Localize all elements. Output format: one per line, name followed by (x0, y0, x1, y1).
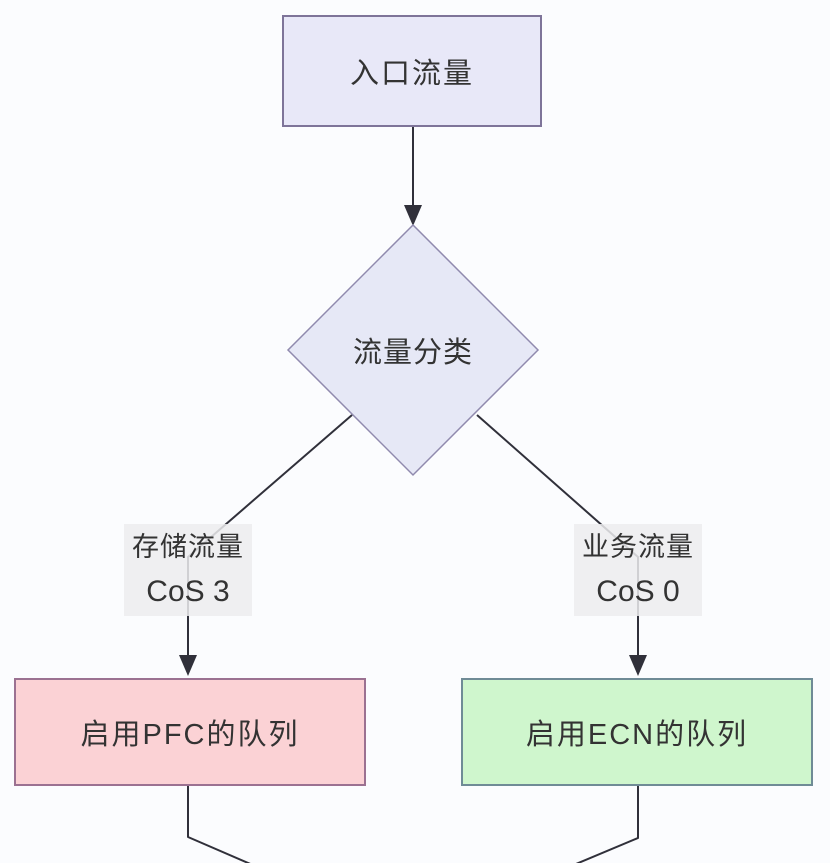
flow-node-ingress-traffic: 入口流量 (282, 15, 542, 127)
decision-diamond-shape (286, 223, 540, 477)
edge-pfc-to-bottom (187, 786, 251, 863)
arrowhead-down-ecn-icon (629, 655, 647, 676)
edge-label-service-line1: 业务流量 (582, 532, 694, 562)
edge-ecn-to-bottom (575, 786, 639, 863)
edge-label-storage-line1: 存储流量 (132, 532, 244, 562)
edge-label-service-cos: CoS 0 (596, 575, 680, 608)
flow-node-pfc-queue: 启用PFC的队列 (14, 678, 366, 786)
decision-label-traffic-classification: 流量分类 (352, 337, 473, 369)
arrowhead-down-classify-icon (404, 205, 422, 226)
edge-label-storage-traffic: 存储流量 CoS 3 (124, 524, 252, 616)
edge-label-storage-cos: CoS 3 (146, 575, 230, 608)
flow-node-ecn-queue: 启用ECN的队列 (461, 678, 813, 786)
edge-label-service-traffic: 业务流量 CoS 0 (574, 524, 702, 616)
arrowhead-down-pfc-icon (179, 655, 197, 676)
